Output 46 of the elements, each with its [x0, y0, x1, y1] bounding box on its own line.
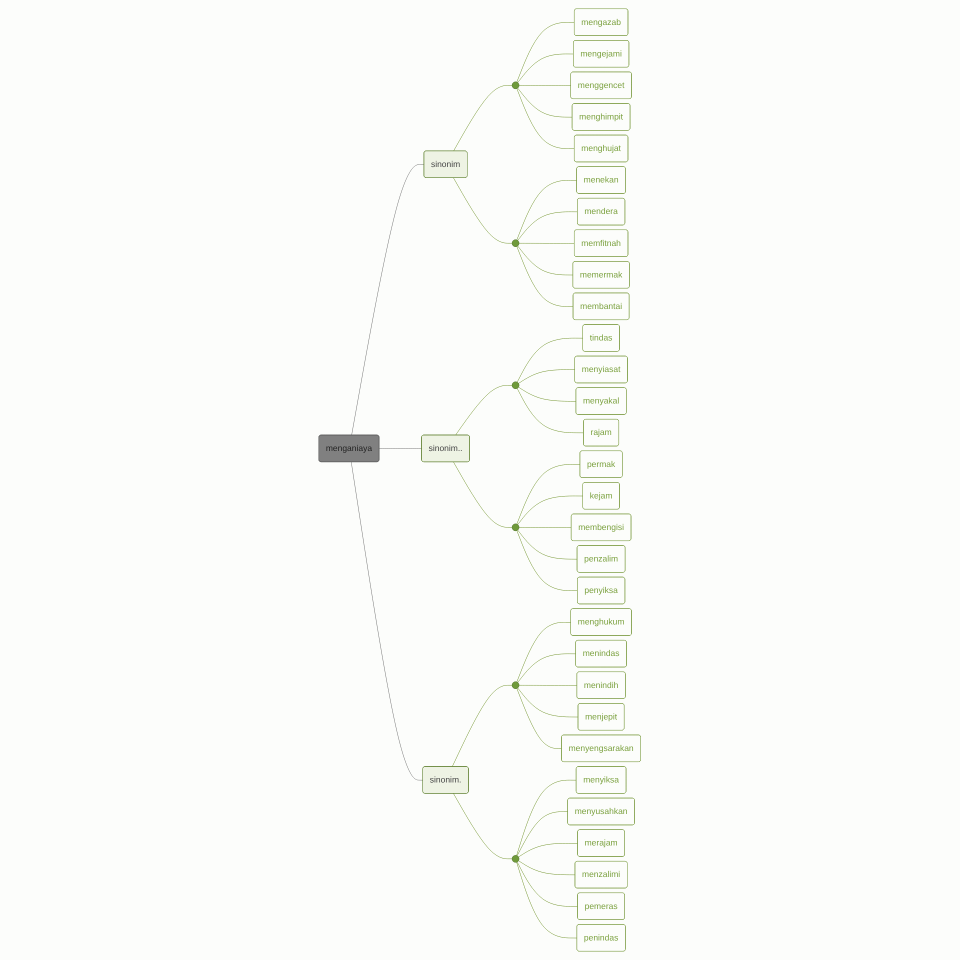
connector [516, 464, 581, 524]
connector [519, 242, 575, 244]
connector [518, 860, 576, 876]
connector [516, 688, 562, 749]
connector [379, 448, 422, 449]
connector [517, 862, 578, 907]
connector [518, 246, 574, 276]
connector [516, 246, 574, 307]
node-circle [512, 855, 520, 863]
connector [454, 178, 512, 244]
connector [518, 386, 577, 402]
connector [516, 622, 572, 682]
connector [518, 688, 579, 718]
connector [516, 180, 578, 240]
node-circle [512, 82, 520, 90]
connector [516, 780, 577, 856]
connector [455, 385, 512, 436]
connector [454, 85, 512, 152]
connector [516, 530, 578, 591]
synonym-tree-diagram: menganiaya sinonim mengazab mengejami menggencet menghimpit menghujat menekan mendera memfitnah memermak membantai sinonim.. tindas menyiasat menyakal rajam permak kejam membengisi penzalim penyiksa sinonim. menghukum menindas menindih menjepit menyengsarakan menyiksa menyusahkan merajam menzalimi pemeras penindas [315, 5, 645, 955]
node-circle [512, 681, 520, 689]
connector [518, 54, 574, 83]
connector [351, 462, 424, 780]
connector [519, 527, 572, 528]
connector [452, 684, 512, 767]
connector [352, 164, 425, 436]
connector [518, 654, 576, 683]
connector [516, 862, 578, 938]
connector [516, 22, 575, 82]
connector [517, 338, 584, 382]
connector [516, 88, 575, 149]
connector [519, 85, 572, 86]
connector [518, 212, 578, 241]
node-circle [512, 382, 520, 390]
connector [518, 530, 578, 560]
connector [518, 369, 576, 384]
node-circle [512, 239, 520, 247]
connector [518, 88, 573, 118]
connector [454, 462, 512, 528]
connector [454, 793, 512, 860]
node-circle [512, 524, 520, 532]
connector [518, 496, 584, 525]
connector [519, 684, 578, 686]
connector [518, 843, 578, 858]
connector [517, 388, 584, 434]
connector [517, 811, 568, 856]
